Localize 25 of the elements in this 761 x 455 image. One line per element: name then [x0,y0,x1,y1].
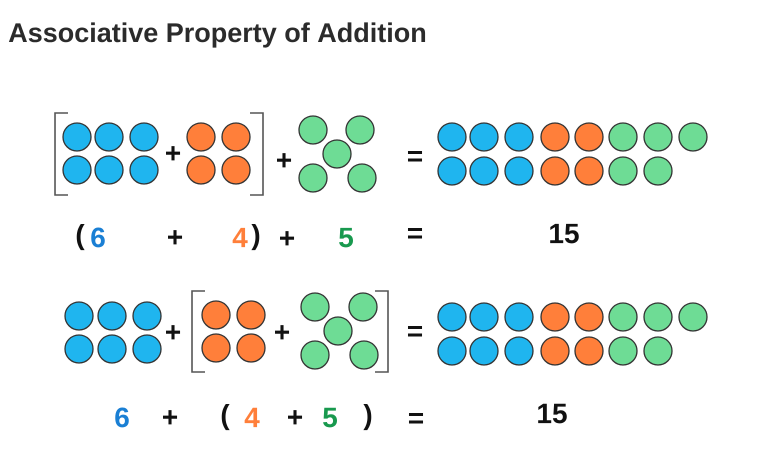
number: 4 [244,408,260,428]
plus-sign: + [166,325,180,340]
number: 6 [115,408,129,428]
number: 6 [91,228,105,248]
plus-sign: + [166,146,180,160]
equals-sign: = [408,150,422,162]
plus-sign: + [277,153,292,168]
equals-sign: = [409,412,424,424]
title: Associative Property of Addition [8,22,426,48]
plus-sign: + [275,325,290,340]
parenthesis: ( [76,224,85,250]
plus-sign: + [168,230,182,244]
parenthesis: ( [222,404,230,430]
number: 4 [232,228,248,248]
plus-sign: + [163,410,178,424]
parenthesis: ) [251,224,260,250]
equals-sign: = [408,228,422,239]
number: 15 [538,404,567,424]
parenthesis: ) [363,404,372,430]
plus-sign: + [288,410,302,424]
equals-sign: = [408,326,422,337]
plus-sign: + [280,231,294,246]
number: 5 [339,228,353,248]
number: 5 [323,408,337,428]
number: 15 [550,224,579,244]
